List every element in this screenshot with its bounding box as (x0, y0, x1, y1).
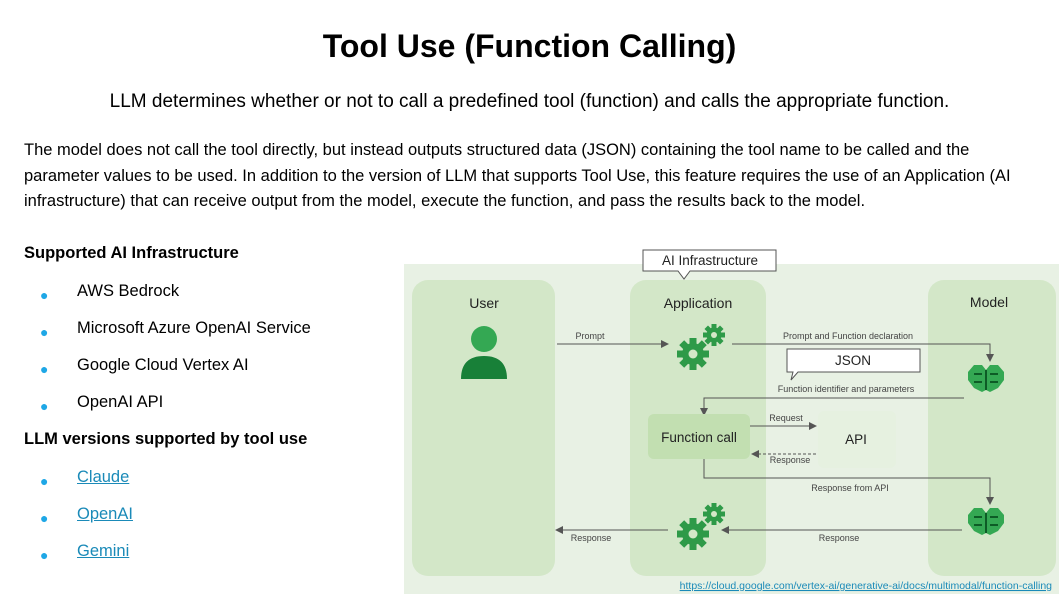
prompt-arrow-label: Prompt (575, 331, 605, 341)
ai-infrastructure-callout: AI Infrastructure (642, 249, 777, 280)
request-arrow-label: Request (769, 413, 803, 423)
model-response-arrow-label: Response (819, 533, 860, 543)
infrastructure-heading: Supported AI Infrastructure (24, 244, 239, 262)
user-column (412, 280, 555, 576)
source-link[interactable]: https://cloud.google.com/vertex-ai/gener… (680, 580, 1053, 592)
api-label: API (845, 432, 867, 447)
bullet-icon: ● (40, 361, 49, 377)
api-response-arrow-label: Response (770, 455, 811, 465)
gear-icon (677, 324, 725, 370)
bullet-icon: ● (40, 547, 49, 563)
model-brain-icon (968, 365, 1004, 392)
description-paragraph: The model does not call the tool directl… (24, 141, 1011, 210)
svg-text:AI Infrastructure: AI Infrastructure (662, 253, 758, 268)
bullet-icon: ● (40, 473, 49, 489)
model-label: Model (970, 294, 1008, 310)
page-subtitle: LLM determines whether or not to call a … (109, 91, 950, 112)
bullet-icon: ● (40, 287, 49, 303)
bullet-icon: ● (40, 510, 49, 526)
api-box (818, 411, 896, 468)
svg-text:JSON: JSON (835, 353, 871, 368)
bullet-icon: ● (40, 398, 49, 414)
prompt-function-arrow (732, 343, 994, 362)
model-column (928, 280, 1056, 576)
gear-icon (677, 503, 725, 550)
response-from-api-arrow (703, 459, 994, 505)
function-call-label: Function call (661, 430, 737, 445)
link-gemini[interactable]: Gemini (77, 542, 130, 560)
user-label: User (469, 295, 499, 311)
prompt-function-arrow-label: Prompt and Function declaration (783, 331, 913, 341)
model-brain-icon (968, 508, 1004, 535)
function-identifier-arrow-label: Function identifier and parameters (778, 384, 915, 394)
user-response-arrow-label: Response (571, 533, 612, 543)
llm-versions-heading: LLM versions supported by tool use (24, 430, 308, 448)
function-call-box (648, 414, 750, 459)
function-identifier-arrow (700, 397, 964, 416)
link-claude[interactable]: Claude (77, 468, 130, 486)
user-icon (461, 326, 507, 379)
page-title: Tool Use (Function Calling) (322, 28, 737, 64)
function-calling-diagram: User Application Model AI Infrastructure (404, 249, 1059, 594)
response-from-api-arrow-label: Response from API (811, 483, 889, 493)
link-openai[interactable]: OpenAI (77, 505, 133, 523)
json-callout: JSON (786, 348, 921, 381)
application-label: Application (664, 295, 733, 311)
bullet-icon: ● (40, 324, 49, 340)
